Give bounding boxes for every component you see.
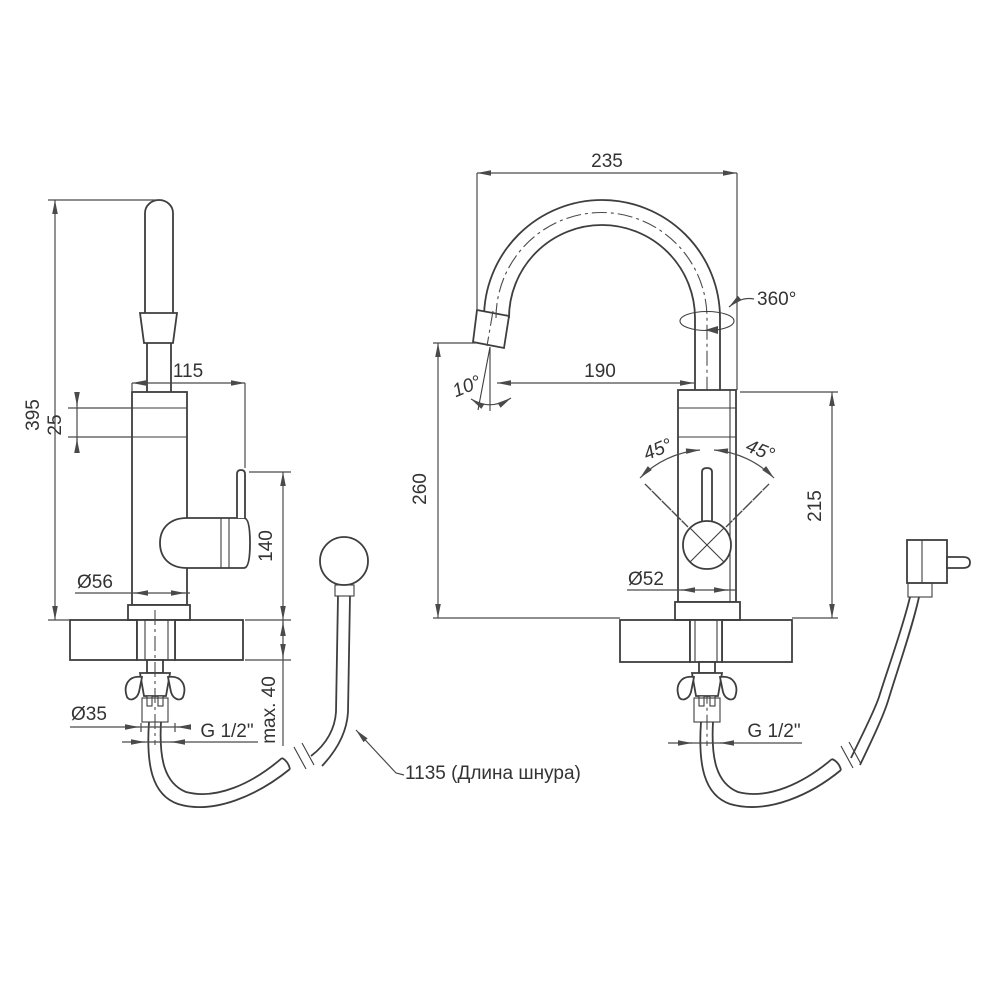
cord-annotation: 1135 (Длина шнура): [355, 729, 581, 784]
dim-deck-thickness: max. 40: [259, 676, 280, 744]
dim-shank-diameter: Ø35: [71, 704, 107, 725]
side-wing-left: [124, 675, 144, 701]
dim-lever-swing-right: 45°: [743, 436, 778, 466]
side-handle-lever: [236, 469, 246, 518]
dim-body-height: 215: [805, 490, 826, 522]
front-nozzle-centerline: [486, 310, 494, 347]
front-nut-prong-left: [698, 695, 705, 707]
front-lever-ghost-left: [641, 480, 689, 528]
front-centerline: [495, 212, 708, 746]
side-countertop-right: [174, 619, 244, 661]
side-aerator-cone: [138, 312, 179, 344]
front-wing-nut: [690, 672, 724, 697]
dim-outlet-height: 260: [410, 473, 431, 505]
side-shank-sleeve: [136, 619, 176, 661]
front-lever: [701, 467, 713, 523]
front-hose: [699, 721, 842, 808]
side-hose: [147, 721, 291, 808]
side-nut-prong-left: [146, 695, 153, 707]
front-lever-ghost-right: [725, 480, 773, 528]
dim-spout-width: 115: [173, 361, 203, 382]
front-base-flange: [674, 601, 741, 621]
front-spout-pipe: [478, 311, 721, 390]
front-countertop-left: [619, 619, 691, 663]
side-view-dimensions: 395 25 115 140 max. 40 Ø56 Ø35 G 1/2": [23, 199, 291, 746]
dim-lever-swing-left: 45°: [641, 435, 676, 465]
front-nozzle: [472, 308, 511, 350]
dim-handle-height: 140: [256, 530, 277, 562]
dim-thread-size-front: G 1/2": [747, 721, 800, 742]
side-wing-right: [166, 675, 186, 701]
dim-cap-band: 25: [45, 414, 66, 435]
front-plug-strain-relief: [907, 582, 933, 598]
front-wing-right: [718, 675, 738, 701]
dim-outlet-reach: 190: [584, 361, 616, 382]
dim-stream-angle: 10°: [450, 372, 485, 402]
side-handle-ring: [220, 518, 230, 568]
front-body-seams: [678, 407, 736, 438]
side-body: [131, 391, 188, 606]
side-wing-nut: [138, 672, 172, 697]
side-handle-boss: [159, 517, 251, 569]
front-plug-body: [906, 539, 948, 584]
front-nut-prong-right: [709, 695, 716, 707]
side-plug-strain-relief: [334, 584, 355, 597]
side-body-seams: [132, 407, 187, 438]
side-plug-face: [319, 536, 369, 586]
dim-thread-size-side: G 1/2": [200, 721, 253, 742]
front-wing-left: [676, 675, 696, 701]
side-countertop-left: [69, 619, 138, 661]
side-cord: [310, 595, 351, 767]
front-view-dimensions: 235 190 10° 260 215 45° 45° Ø52 G 1/2" 3…: [410, 151, 838, 746]
front-shank-collar: [698, 661, 716, 674]
dim-total-height: 395: [23, 399, 44, 431]
dim-spout-reach: 235: [591, 151, 623, 172]
front-plug-prong: [946, 556, 971, 569]
front-view: [472, 199, 971, 808]
dim-swivel-angle: 360°: [757, 289, 796, 310]
dim-body-diameter-front: Ø52: [628, 569, 664, 590]
cord-length-label: 1135 (Длина шнура): [405, 763, 581, 784]
front-swivel-arrowhead: [705, 326, 718, 334]
front-spout-arc: [483, 199, 721, 319]
front-lower-thread: [693, 697, 721, 723]
side-cord-break: [293, 742, 315, 770]
side-base-flange: [127, 604, 191, 621]
dim-body-diameter-side: Ø56: [77, 572, 113, 593]
side-lower-pipe: [146, 343, 172, 392]
side-nut-prong-right: [157, 695, 164, 707]
front-cord: [850, 596, 920, 766]
side-spout-tube: [144, 199, 174, 313]
front-countertop-right: [721, 619, 793, 663]
front-cord-break: [840, 741, 862, 769]
front-ball-cross: [689, 527, 725, 563]
side-view: [69, 199, 369, 808]
